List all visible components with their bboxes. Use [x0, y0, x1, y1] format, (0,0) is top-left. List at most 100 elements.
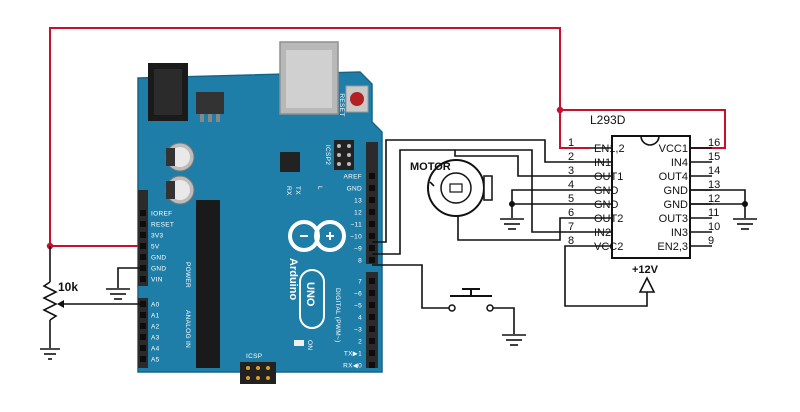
- icsp2-label: ICSP2: [324, 145, 331, 165]
- digital-pin-label: ~10: [350, 234, 362, 241]
- driver-pin-number: 7: [568, 221, 574, 233]
- digital-pin-label: ~6: [354, 291, 362, 298]
- analog-pin-socket: [140, 334, 146, 340]
- analog-pin-label: A2: [151, 324, 160, 331]
- driver-pin-number: 11: [708, 207, 719, 219]
- driver-pin-label: VCC1: [659, 143, 688, 155]
- supply-label: +12V: [632, 264, 659, 276]
- analog-pin-label: A4: [151, 346, 160, 353]
- digital-pin-socket: [369, 350, 375, 356]
- digital-pin-label: 2: [358, 339, 362, 346]
- driver-pin-label: IN2: [594, 227, 611, 239]
- driver-pin-label: EN2,3: [657, 241, 688, 253]
- analog-label: ANALOG IN: [184, 310, 191, 348]
- driver-pin-label: GND: [664, 199, 689, 211]
- driver-pin-number: 15: [708, 151, 720, 163]
- driver-right-pins: 16VCC115IN414OUT413GND12GND11OUT310IN39E…: [657, 137, 720, 253]
- icsp-header: [240, 362, 276, 384]
- driver-pin-number: 8: [568, 235, 574, 247]
- driver-pin-label: GND: [594, 199, 619, 211]
- driver-pin-label: GND: [594, 185, 619, 197]
- arduino-gnd-wire: [106, 267, 145, 300]
- digital-pin-label: ~11: [351, 222, 363, 229]
- power-pin-label: RESET: [151, 222, 174, 229]
- digital-pin-socket: [369, 209, 375, 215]
- driver-pin-number: 3: [568, 165, 574, 177]
- digital-pin-socket: [369, 338, 375, 344]
- motor: [427, 150, 590, 241]
- driver-pin-label: VCC2: [594, 241, 623, 253]
- driver-pin-number: 10: [708, 221, 720, 233]
- driver-pin-number: 12: [708, 193, 720, 205]
- potentiometer-label: 10k: [58, 280, 78, 294]
- driver-pin-label: OUT4: [659, 171, 688, 183]
- power-pin-label: VIN: [151, 277, 163, 284]
- driver-pin-number: 14: [708, 165, 720, 177]
- analog-pin-socket: [140, 323, 146, 329]
- digital-label: DIGITAL (PWM~): [334, 288, 341, 343]
- power-pin-socket: [140, 276, 146, 282]
- digital-pin-socket: [369, 221, 375, 227]
- signal-wires: [372, 139, 590, 309]
- digital-pin-label: TX▶1: [344, 351, 362, 358]
- analog-pin-label: A3: [151, 335, 160, 342]
- driver-pin-label: GND: [664, 185, 689, 197]
- digital-pin-socket: [369, 173, 375, 179]
- power-pin-socket: [140, 221, 146, 227]
- potentiometer: [40, 246, 145, 360]
- driver-pin-label: EN1,2: [594, 143, 625, 155]
- analog-pin-socket: [140, 345, 146, 351]
- driver-pin-label: OUT2: [594, 213, 623, 225]
- l-label: L: [316, 186, 323, 190]
- capacitor-1: [165, 142, 195, 172]
- digital-pin-socket: [369, 233, 375, 239]
- arduino-uno-board: RESET ICSP2 TX RX L: [137, 41, 383, 384]
- digital-pin-label: GND: [347, 186, 362, 193]
- power-pin-socket: [140, 232, 146, 238]
- analog-pin-socket: [140, 356, 146, 362]
- digital-pin-socket: [369, 326, 375, 332]
- power-pin-label: 5V: [151, 244, 160, 251]
- driver-pin-label: IN3: [671, 227, 688, 239]
- driver-pin-number: 13: [708, 179, 720, 191]
- analog-pin-socket: [140, 312, 146, 318]
- power-pin-socket: [140, 254, 146, 260]
- digital-pin-socket: [369, 245, 375, 251]
- icsp-label: ICSP: [246, 353, 262, 360]
- brand-label: Arduino: [287, 258, 299, 300]
- digital-pin-socket: [369, 362, 375, 368]
- power-pin-socket: [140, 210, 146, 216]
- power-pin-socket: [140, 243, 146, 249]
- digital-pin-label: ~3: [354, 327, 362, 334]
- on-label: ON: [306, 340, 313, 350]
- digital-pin-label: 12: [354, 210, 362, 217]
- digital-pin-label: AREF: [343, 174, 362, 181]
- driver-pin-number: 2: [568, 151, 574, 163]
- digital-pin-socket: [369, 302, 375, 308]
- analog-pin-label: A1: [151, 313, 160, 320]
- reset-label: RESET: [338, 93, 345, 116]
- icsp2-header: [334, 140, 354, 170]
- digital-pin-socket: [369, 278, 375, 284]
- power-pin-label: IOREF: [151, 211, 172, 218]
- reset-button[interactable]: [345, 85, 369, 113]
- driver-pin-number: 4: [568, 179, 574, 191]
- digital-pin-socket: [369, 197, 375, 203]
- digital-pin-label: ~5: [354, 303, 362, 310]
- driver-pin-number: 1: [568, 137, 574, 149]
- digital-pin-socket: [369, 290, 375, 296]
- rx-label: RX: [285, 186, 292, 196]
- driver-pin-number: 9: [708, 235, 714, 247]
- digital-pin-label: RX◀0: [343, 363, 362, 370]
- digital-pin-socket: [369, 257, 375, 263]
- analog-pin-label: A5: [151, 357, 160, 364]
- driver-right-gnd: [690, 189, 757, 230]
- driver-pin-label: OUT3: [659, 213, 688, 225]
- analog-pin-label: A0: [151, 302, 160, 309]
- push-button: [448, 288, 526, 346]
